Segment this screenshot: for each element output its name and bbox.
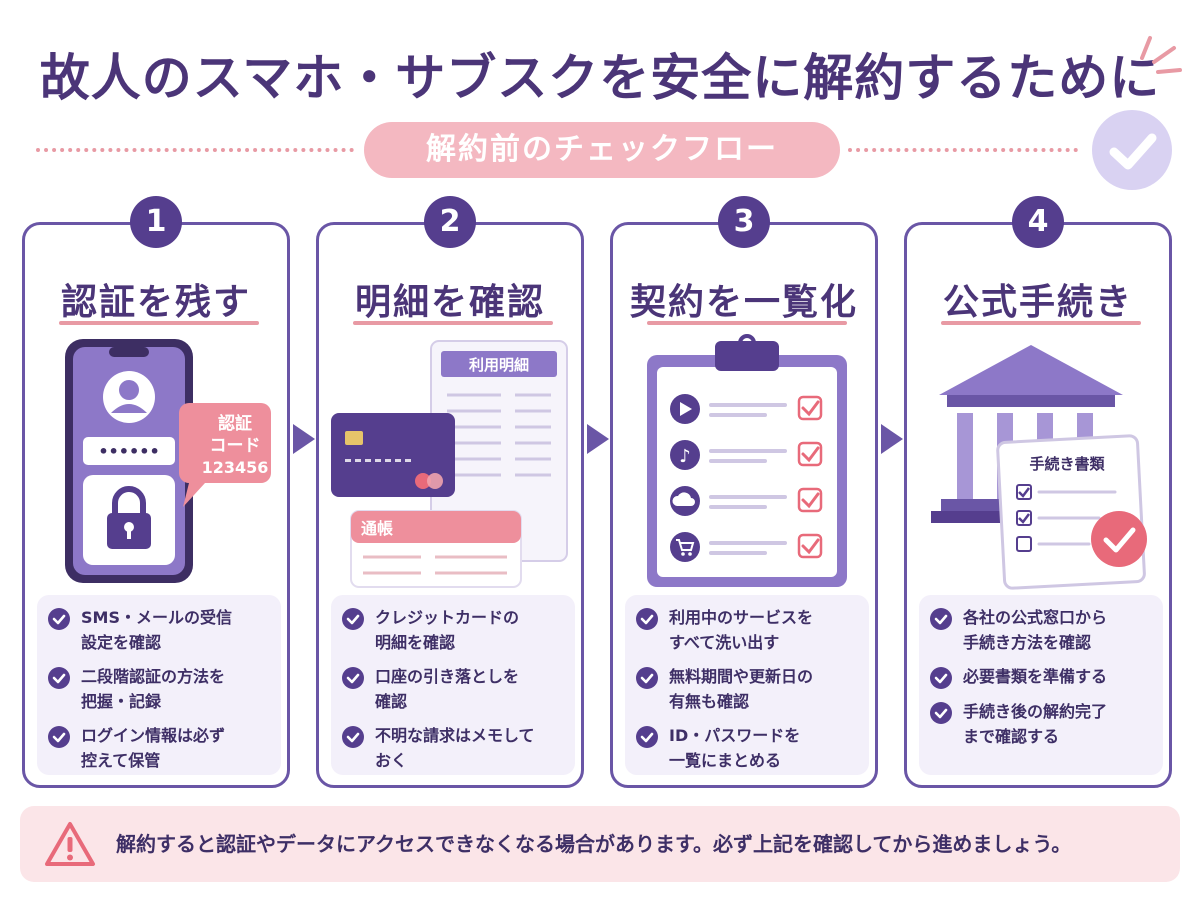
step-card-1: 認証を残す •••••• 認証 コード 123456 SMS・メールの受信	[22, 222, 290, 788]
dotted-divider-right	[848, 148, 1078, 152]
check-circle-icon	[1091, 511, 1147, 567]
check-circle-icon	[636, 726, 658, 748]
list-item: 口座の引き落としを 確認	[341, 664, 565, 714]
check-circle-icon	[342, 608, 364, 630]
dotted-divider-left	[36, 148, 354, 152]
list-item: クレジットカードの 明細を確認	[341, 605, 565, 655]
procedure-illustration: 手続き書類	[931, 345, 1147, 590]
svg-text:認証: 認証	[218, 413, 252, 434]
step-number-4: 4	[1012, 196, 1064, 248]
statements-illustration: 利用明細 通帳	[331, 340, 568, 588]
title-underline	[647, 321, 847, 325]
step-number-3: 3	[718, 196, 770, 248]
title-underline	[941, 321, 1141, 325]
svg-text:♪: ♪	[679, 446, 691, 467]
smartphone-icon: •••••• 認証 コード 123456	[65, 339, 271, 583]
music-icon: ♪	[670, 440, 700, 470]
warning-banner: 解約すると認証やデータにアクセスできなくなる場合があります。必ず上記を確認してか…	[20, 806, 1180, 882]
warning-icon	[45, 822, 95, 866]
sparkle-icon	[1140, 36, 1182, 74]
list-item: 手続き後の解約完了 まで確認する	[929, 699, 1153, 749]
subtitle-pill: 解約前のチェックフロー	[364, 122, 840, 178]
step-card-2: 明細を確認 利用明細	[316, 222, 584, 788]
passbook-icon: 通帳	[350, 510, 522, 588]
step-title: 認証を残す	[60, 282, 251, 323]
cloud-icon	[670, 486, 700, 516]
check-circle-icon	[48, 608, 70, 630]
title-underline	[59, 321, 259, 325]
step-number-1: 1	[130, 196, 182, 248]
bullet-list: 利用中のサービスを すべて洗い出す 無料期間や更新日の 有無も確認 ID・パスワ…	[625, 595, 869, 775]
statement-icon: 利用明細	[430, 340, 568, 562]
arrow-right-icon	[293, 424, 315, 454]
list-item: 必要書類を準備する	[929, 664, 1153, 690]
list-item: 利用中のサービスを すべて洗い出す	[635, 605, 859, 655]
step-title: 契約を一覧化	[629, 282, 858, 323]
warning-text: 解約すると認証やデータにアクセスできなくなる場合があります。必ず上記を確認してか…	[116, 832, 1072, 856]
step-card-3: 契約を一覧化 ♪	[610, 222, 878, 788]
check-badge-icon	[1092, 110, 1172, 190]
svg-text:コード: コード	[210, 436, 261, 456]
lock-icon	[107, 486, 151, 549]
credit-card-icon	[331, 413, 455, 497]
bullet-list: 各社の公式窓口から 手続き方法を確認 必要書類を準備する 手続き後の解約完了 ま…	[919, 595, 1163, 775]
arrow-right-icon	[881, 424, 903, 454]
list-item: 二段階認証の方法を 把握・記録	[47, 664, 271, 714]
check-circle-icon	[48, 726, 70, 748]
step-title: 公式手続き	[942, 282, 1133, 323]
check-circle-icon	[342, 667, 364, 689]
check-circle-icon	[930, 608, 952, 630]
bullet-list: SMS・メールの受信 設定を確認 二段階認証の方法を 把握・記録 ログイン情報は…	[37, 595, 281, 775]
svg-text:123456: 123456	[202, 458, 269, 477]
check-circle-icon	[930, 702, 952, 724]
step-card-4: 公式手続き 手続き書類	[904, 222, 1172, 788]
play-icon	[670, 394, 700, 424]
user-icon	[103, 371, 155, 423]
svg-text:利用明細: 利用明細	[469, 356, 529, 374]
title-underline	[353, 321, 553, 325]
password-mask: ••••••	[98, 442, 159, 461]
list-item: 不明な請求はメモして おく	[341, 723, 565, 773]
list-item: 無料期間や更新日の 有無も確認	[635, 664, 859, 714]
clipboard-icon: ♪	[647, 334, 847, 587]
checkbox-icon	[797, 395, 823, 559]
auth-code-bubble: 認証 コード 123456	[179, 403, 271, 507]
list-item: 各社の公式窓口から 手続き方法を確認	[929, 605, 1153, 655]
check-circle-icon	[48, 667, 70, 689]
check-circle-icon	[636, 667, 658, 689]
step-title: 明細を確認	[354, 282, 545, 323]
check-circle-icon	[342, 726, 364, 748]
svg-text:通帳: 通帳	[361, 519, 393, 538]
list-item: ID・パスワードを 一覧にまとめる	[635, 723, 859, 773]
arrow-right-icon	[587, 424, 609, 454]
cart-icon	[670, 532, 700, 562]
check-circle-icon	[930, 667, 952, 689]
step-number-2: 2	[424, 196, 476, 248]
svg-text:手続き書類: 手続き書類	[1029, 455, 1105, 473]
list-item: SMS・メールの受信 設定を確認	[47, 605, 271, 655]
bullet-list: クレジットカードの 明細を確認 口座の引き落としを 確認 不明な請求はメモして …	[331, 595, 575, 775]
page-title: 故人のスマホ・サブスクを安全に解約するために	[39, 49, 1161, 107]
check-circle-icon	[636, 608, 658, 630]
list-item: ログイン情報は必ず 控えて保管	[47, 723, 271, 773]
